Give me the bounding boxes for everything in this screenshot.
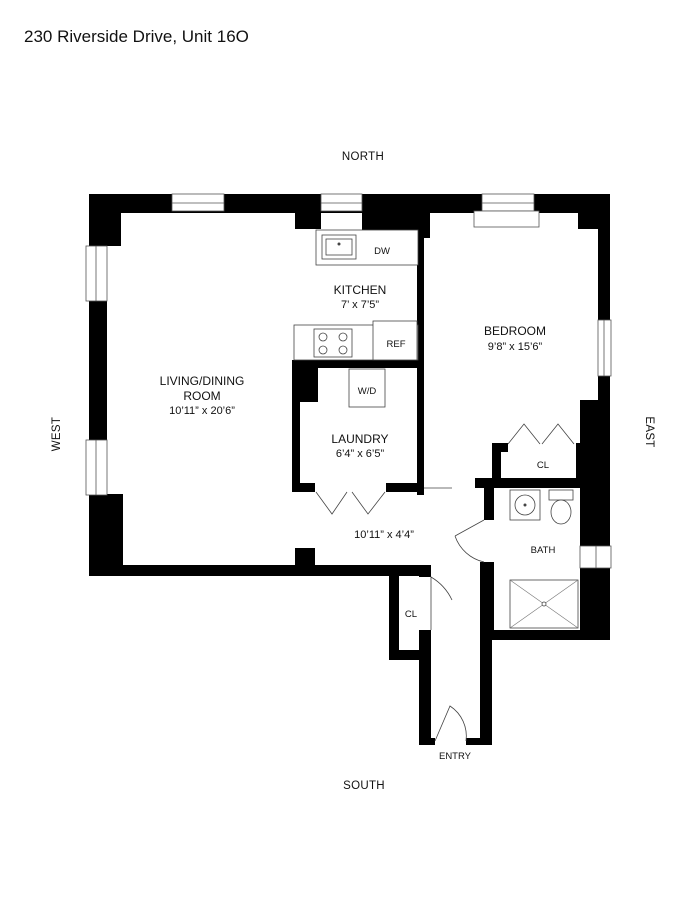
wall-east-thick xyxy=(580,400,610,636)
compass-west: WEST xyxy=(51,417,63,451)
plan-title: 230 Riverside Drive, Unit 16O xyxy=(24,27,249,46)
entry-name: ENTRY xyxy=(439,751,472,762)
dishwasher-label: DW xyxy=(374,246,390,257)
washer-dryer xyxy=(348,368,386,408)
bath-name: BATH xyxy=(531,545,556,556)
toilet-icon xyxy=(550,499,572,525)
wall-entry-top xyxy=(389,565,431,576)
wall-bath-west-upper xyxy=(484,478,494,520)
entry-door-icon xyxy=(434,705,467,742)
entry-closet-name: CL xyxy=(405,609,417,620)
refrigerator-label: REF xyxy=(387,339,406,350)
refrigerator xyxy=(372,320,418,361)
wall-bath-south xyxy=(484,630,610,640)
wall-entry-west xyxy=(419,630,431,745)
window-north-kitchen xyxy=(320,193,363,212)
kitchen-dim: 7’ x 7’5” xyxy=(341,299,379,311)
wall-laundry-nw xyxy=(292,360,318,402)
wall-entry-east xyxy=(480,562,492,745)
washer-dryer-label: W/D xyxy=(358,386,377,397)
wall-bedroom-corner xyxy=(414,228,430,238)
wall-closet-bottom xyxy=(389,650,431,660)
living-room-dim: 10’11” x 20’6” xyxy=(169,405,235,417)
bedroom-closet-name: CL xyxy=(537,460,549,471)
wall-south-living xyxy=(89,565,431,576)
window-west-upper xyxy=(85,245,108,302)
compass-north: NORTH xyxy=(342,151,384,163)
doors xyxy=(315,423,575,742)
window-west-lower xyxy=(85,439,108,496)
wall-closet-east xyxy=(576,443,586,483)
wall-closet-west xyxy=(492,443,501,483)
wall-closet-west-entry xyxy=(389,565,399,660)
window-north-bedroom xyxy=(481,193,535,212)
bedroom-dim: 9’8” x 15’6” xyxy=(488,341,543,353)
wall-closet-top-pier xyxy=(419,565,431,577)
window-east-bedroom xyxy=(597,319,612,377)
toilet-tank xyxy=(548,489,574,501)
hall-dim: 10’11” x 4’4” xyxy=(354,529,414,541)
wall-sw-corner xyxy=(89,494,123,576)
bedroom-closet-door-icon xyxy=(507,423,575,445)
wall-laundry-west xyxy=(292,360,300,492)
living-room-name-line1: LIVING/DINING xyxy=(160,374,245,388)
wall-laundry-south-left xyxy=(292,483,315,492)
windows xyxy=(85,193,612,569)
wall-entry-door-left xyxy=(419,738,435,745)
laundry-name: LAUNDRY xyxy=(331,432,388,446)
bath-door-icon xyxy=(454,519,485,563)
bedroom-name: BEDROOM xyxy=(484,324,546,338)
compass-east: EAST xyxy=(643,416,655,447)
wall-south-pier xyxy=(295,548,315,576)
wall-entry-door-right xyxy=(466,738,492,745)
wall-laundry-north xyxy=(292,360,424,368)
entry-closet-door-icon xyxy=(430,576,453,630)
kitchen-name: KITCHEN xyxy=(334,283,387,297)
bath-fixtures xyxy=(509,489,579,629)
living-room-name-line2: ROOM xyxy=(183,389,220,403)
wall-laundry-south-right xyxy=(386,483,424,492)
compass-south: SOUTH xyxy=(343,780,385,792)
wall-north-pier-kitchen xyxy=(295,194,321,229)
window-east-bath xyxy=(579,545,612,569)
kitchen-fixtures: DW REF xyxy=(293,229,419,361)
wall-bath-north xyxy=(475,478,585,488)
walls xyxy=(89,194,610,745)
laundry-dim: 6’4” x 6’5” xyxy=(336,448,385,460)
laundry-door-icon xyxy=(315,491,386,515)
wall-north-pier-center xyxy=(362,194,430,230)
window-north-living xyxy=(171,193,225,212)
window-bedroom-sill xyxy=(473,210,540,228)
